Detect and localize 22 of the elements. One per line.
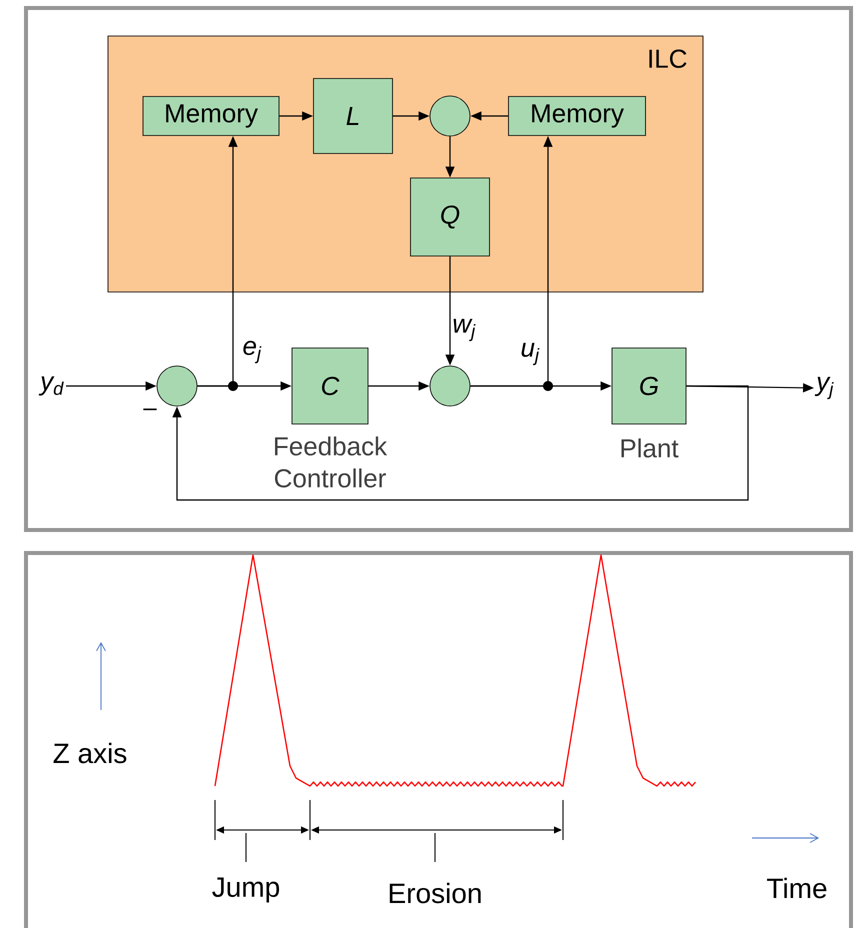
transfer-block: L: [313, 78, 393, 154]
interval-label: Jump: [212, 877, 280, 903]
summing-junction: [156, 366, 198, 406]
memory-block: Memory: [142, 96, 280, 136]
transfer-block: C Feedback Controller: [274, 348, 388, 488]
transfer-block: Q: [410, 178, 490, 256]
node-label: Feedback Controller: [274, 436, 388, 488]
memory-block: Memory: [508, 96, 646, 136]
sign-label: –: [143, 408, 157, 410]
arrow: [172, 385, 749, 501]
edge-label: u$_{j}$: [520, 342, 540, 366]
edge-label: e$_{j}$: [242, 340, 262, 364]
axis-label: Time: [767, 878, 826, 898]
signal-label: y$_{j}$: [814, 376, 834, 400]
edge-label: w$_{j}$: [451, 318, 477, 342]
axis-label: Z axis: [54, 742, 126, 764]
transfer-block: G Plant: [612, 348, 686, 458]
summing-junction: [430, 366, 470, 406]
summing-junction: [430, 96, 470, 136]
node-label: Plant: [622, 438, 678, 458]
interval-label: Erosion: [390, 882, 481, 904]
signal-label: y$_{d}$: [38, 376, 64, 396]
